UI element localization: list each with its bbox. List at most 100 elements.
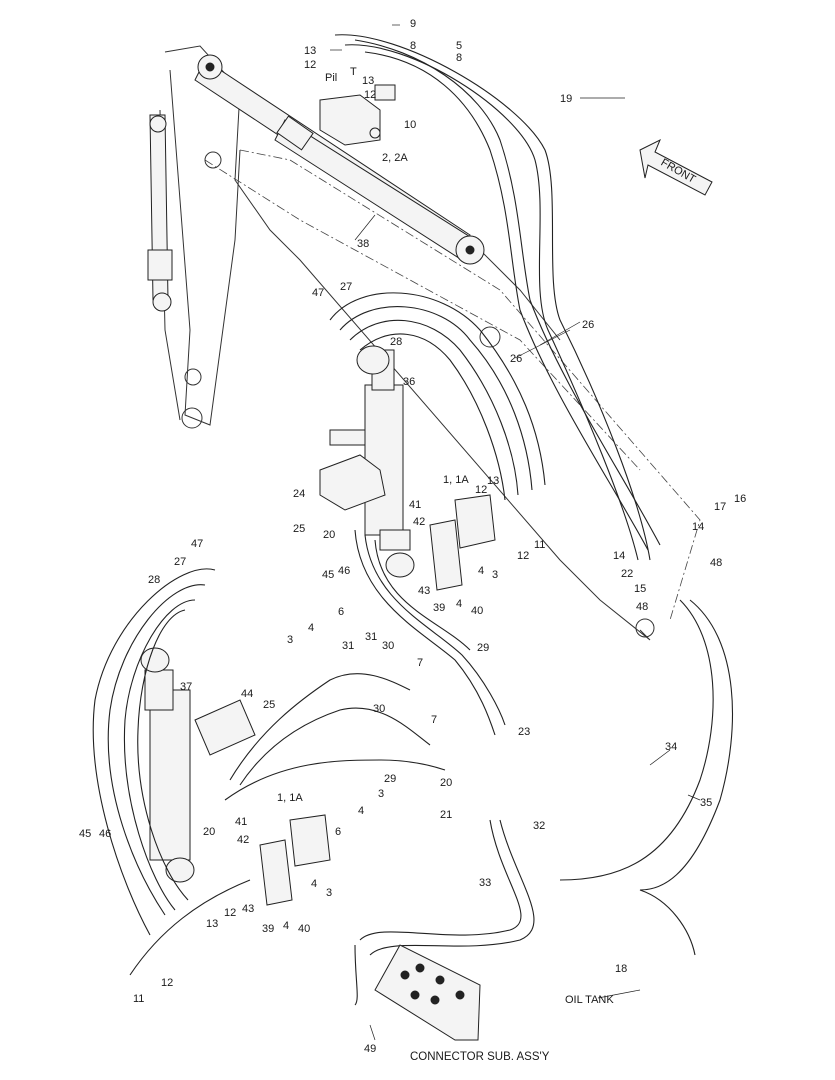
label-40a: 40 [471, 605, 483, 617]
label-15: 15 [634, 583, 646, 595]
label-13b: 13 [362, 75, 374, 87]
control-valve-2 [319, 84, 396, 146]
label-12d: 12 [517, 550, 529, 562]
label-46a: 46 [338, 565, 350, 577]
label-25a: 25 [293, 523, 305, 535]
label-31a: 31 [365, 631, 377, 643]
label-7b: 7 [431, 714, 437, 726]
label-39a: 39 [433, 602, 445, 614]
part-labels: 9 8 5 8 13 12 T Pil 13 12 10 2, 2A 19 38… [79, 18, 746, 1063]
label-9: 9 [410, 18, 416, 30]
label-42a: 42 [413, 516, 425, 528]
label-38: 38 [357, 238, 369, 250]
valve-block-lower [194, 699, 331, 906]
label-6a: 6 [338, 606, 344, 618]
label-21: 21 [440, 809, 452, 821]
label-17: 17 [714, 501, 726, 513]
label-12e: 12 [224, 907, 236, 919]
label-10: 10 [404, 119, 416, 131]
label-37: 37 [180, 681, 192, 693]
label-47b: 47 [191, 538, 203, 550]
label-48b: 48 [636, 601, 648, 613]
label-4c: 4 [308, 622, 314, 634]
label-13d: 13 [206, 918, 218, 930]
label-4e: 4 [311, 878, 317, 890]
label-4d: 4 [358, 805, 364, 817]
middle-hoses [224, 529, 506, 801]
front-arrow: FRONT [639, 138, 713, 196]
label-42b: 42 [237, 834, 249, 846]
label-12c: 12 [475, 484, 487, 496]
label-44: 44 [241, 688, 253, 700]
label-3a: 3 [492, 569, 498, 581]
label-46b: 46 [99, 828, 111, 840]
arm-cylinder-38 [194, 54, 485, 265]
label-14a: 14 [692, 521, 704, 533]
label-27b: 27 [174, 556, 186, 568]
label-8a: 8 [410, 40, 416, 52]
label-45a: 45 [322, 569, 334, 581]
label-13a: 13 [304, 45, 316, 57]
label-8b: 8 [456, 52, 462, 64]
label-4a: 4 [478, 565, 484, 577]
label-t: T [350, 66, 357, 78]
label-23: 23 [518, 726, 530, 738]
label-19: 19 [560, 93, 572, 105]
label-11b: 11 [133, 993, 144, 1005]
label-29a: 29 [477, 642, 489, 654]
label-12a: 12 [304, 59, 316, 71]
boom-cylinder-left [147, 114, 173, 312]
label-p1a: 1, 1A [443, 474, 469, 486]
label-4b: 4 [456, 598, 462, 610]
label-41a: 41 [409, 499, 421, 511]
label-3b: 3 [287, 634, 293, 646]
label-28a: 28 [390, 336, 402, 348]
label-32: 32 [533, 820, 545, 832]
label-16: 16 [734, 493, 746, 505]
label-45b: 45 [79, 828, 91, 840]
label-34: 34 [665, 741, 677, 753]
upper-hoses [329, 34, 661, 561]
label-43b: 43 [242, 903, 254, 915]
label-3d: 3 [326, 887, 332, 899]
label-14b: 14 [613, 550, 625, 562]
label-11a: 11 [534, 539, 545, 551]
label-49: 49 [364, 1043, 376, 1055]
label-24: 24 [293, 488, 305, 500]
label-12f: 12 [161, 977, 173, 989]
label-p1b: 1, 1A [277, 792, 303, 804]
label-41b: 41 [235, 816, 247, 828]
label-33: 33 [479, 877, 491, 889]
label-26b: 26 [510, 353, 522, 365]
label-30a: 30 [382, 640, 394, 652]
label-7a: 7 [417, 657, 423, 669]
label-20b: 20 [440, 777, 452, 789]
label-3c: 3 [378, 788, 384, 800]
label-28b: 28 [148, 574, 160, 586]
label-4f: 4 [283, 920, 289, 932]
label-26a: 26 [582, 319, 594, 331]
connector-sub-assembly [374, 944, 481, 1041]
label-6b: 6 [335, 826, 341, 838]
valve-block-upper [429, 494, 496, 591]
label-pil: Pil [325, 72, 337, 84]
label-20a: 20 [323, 529, 335, 541]
label-25b: 25 [263, 699, 275, 711]
label-13c: 13 [487, 475, 499, 487]
label-18: 18 [615, 963, 627, 975]
label-29b: 29 [384, 773, 396, 785]
label-22: 22 [621, 568, 633, 580]
label-27a: 27 [340, 281, 352, 293]
label-39b: 39 [262, 923, 274, 935]
label-20c: 20 [203, 826, 215, 838]
leader-lines [330, 24, 701, 1041]
lower-left-hoses [92, 568, 251, 976]
label-47a: 47 [312, 287, 324, 299]
label-40b: 40 [298, 923, 310, 935]
connector-caption: CONNECTOR SUB. ASS'Y [410, 1051, 550, 1063]
label-2: 2, 2A [382, 152, 408, 164]
boom-cylinder-37 [140, 647, 195, 883]
label-30b: 30 [373, 703, 385, 715]
label-43a: 43 [418, 585, 430, 597]
label-5: 5 [456, 40, 462, 52]
